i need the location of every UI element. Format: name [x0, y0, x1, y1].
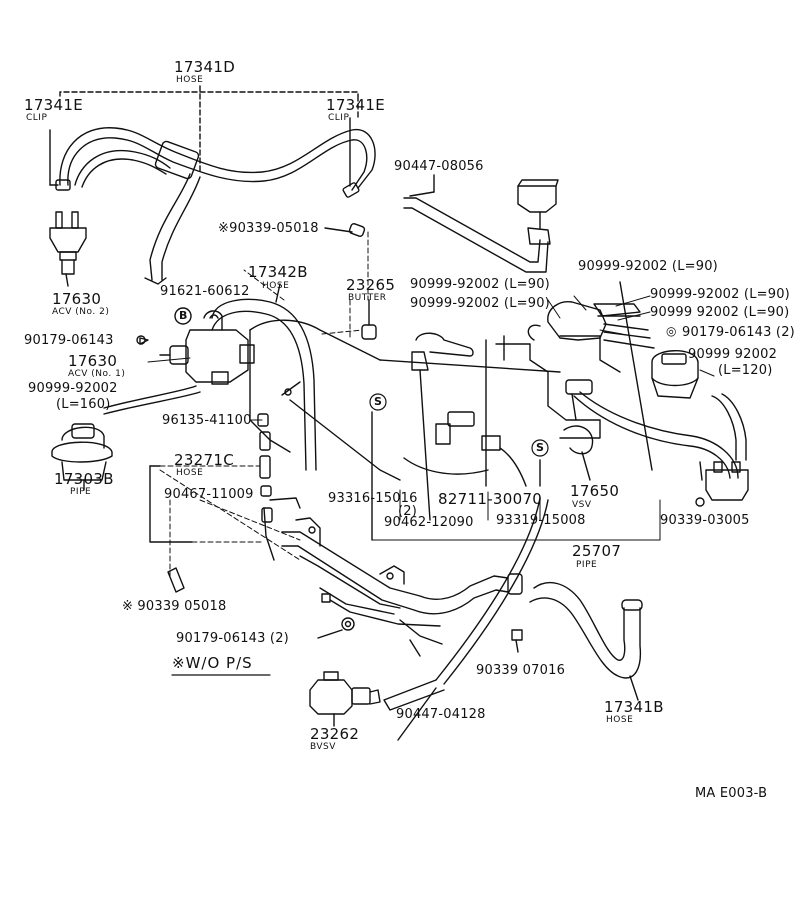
hose-17341D-drawing	[49, 85, 376, 285]
hose-17341B-drawing	[529, 581, 643, 701]
manifold-body-drawing	[249, 319, 621, 541]
label-23265: 23265	[346, 276, 396, 294]
b-mark-circle	[174, 307, 192, 325]
vsv-17650-drawing	[527, 281, 749, 507]
label-17650-sub: VSV	[572, 500, 592, 510]
label-90339-03005: 90339-03005	[660, 513, 750, 528]
label-90999-92002-L160: 90999-92002	[28, 381, 118, 396]
label-90999-92002-L90-e: 90999 92002 (L=90)	[650, 305, 790, 320]
label-23271C: 23271C	[174, 451, 234, 469]
label-90999-92002-L120-len: (L=120)	[718, 363, 773, 378]
label-93319-15008: 93319-15008	[496, 513, 586, 528]
label-17341E-right-sub: CLIP	[328, 113, 350, 123]
label-17342B-sub: HOSE	[262, 281, 290, 291]
label-23265-sub: BUTTER	[348, 293, 387, 303]
label-90447-08056: 90447-08056	[394, 159, 484, 174]
label-96135-41100: 96135-41100	[162, 413, 252, 428]
label-17341E-left: 17341E	[24, 96, 83, 114]
label-93316-15016-qty: (2)	[398, 504, 418, 519]
label-90999-92002-L160-len: (L=160)	[56, 397, 111, 412]
s-mark-circles	[369, 393, 549, 457]
label-90339-05018-bottom: ※ 90339 05018	[122, 599, 227, 614]
label-17341B-sub: HOSE	[606, 715, 634, 725]
label-17341E-left-sub: CLIP	[26, 113, 48, 123]
lower-small-parts-drawing	[167, 567, 523, 653]
label-91621-60612: 91621-60612	[160, 284, 250, 299]
label-90999-92002-L90-a: 90999-92002 (L=90)	[410, 277, 550, 292]
label-90999-92002-L90-c: 90999-92002 (L=90)	[578, 259, 718, 274]
circle-mark-right: ◎	[666, 324, 677, 338]
b-mark: B	[179, 309, 188, 322]
label-90999-92002-L90-b: 90999-92002 (L=90)	[410, 296, 550, 311]
drawing-code: MA E003-B	[695, 786, 768, 801]
s-mark-right: S	[536, 441, 544, 454]
label-17341D: 17341D	[174, 58, 236, 76]
bvsv-23262-drawing	[309, 671, 381, 727]
label-17341B: 17341B	[604, 698, 664, 716]
label-wo-ps: ※W/O P/S	[172, 654, 253, 672]
label-17630-no2: 17630	[52, 290, 102, 308]
label-17342B: 17342B	[248, 263, 308, 281]
acv-no1-drawing	[136, 307, 255, 385]
label-90467-11009: 90467-11009	[164, 487, 254, 502]
label-17341E-right: 17341E	[326, 96, 385, 114]
label-90179-06143-left: 90179-06143	[24, 333, 114, 348]
label-93316-15016: 93316-15016	[328, 491, 418, 506]
label-25707-sub: PIPE	[576, 560, 598, 570]
label-90462-12090: 90462-12090	[384, 515, 474, 530]
label-90999-92002-L90-d: 90999-92002 (L=90)	[650, 287, 790, 302]
label-82711-30070: 82711-30070	[438, 490, 543, 508]
label-17303B-sub: PIPE	[70, 487, 92, 497]
acv-no2-drawing	[49, 211, 87, 287]
small-fittings-drawing	[324, 223, 377, 340]
label-23262: 23262	[310, 725, 360, 743]
label-90339-07016: 90339 07016	[476, 663, 566, 678]
label-17650: 17650	[570, 482, 620, 500]
label-90999-92002-L120: 90999 92002	[688, 347, 778, 362]
label-90447-04128: 90447-04128	[396, 707, 486, 722]
label-17630-no1-sub: ACV (No. 1)	[68, 369, 126, 379]
pipe-17303B-drawing	[51, 385, 275, 561]
s-mark-left: S	[374, 395, 382, 408]
label-17303B: 17303B	[54, 470, 114, 488]
label-90179-06143-right: 90179-06143 (2)	[682, 325, 795, 340]
label-17630-no2-sub: ACV (No. 2)	[52, 307, 110, 317]
pipe-25707-drawing	[269, 497, 549, 741]
label-23262-sub: BVSV	[310, 742, 336, 752]
label-90179-06143-bottom: 90179-06143 (2)	[176, 631, 289, 646]
label-25707: 25707	[572, 542, 622, 560]
hose-17342B-drawing	[211, 283, 317, 471]
label-17630-no1: 17630	[68, 352, 118, 370]
hose-90447-08056-drawing	[403, 174, 559, 273]
label-23271C-sub: HOSE	[176, 468, 204, 478]
leader-lines	[147, 231, 715, 581]
label-17341D-sub: HOSE	[176, 75, 204, 85]
label-90339-05018-top: ※90339-05018	[218, 221, 319, 236]
